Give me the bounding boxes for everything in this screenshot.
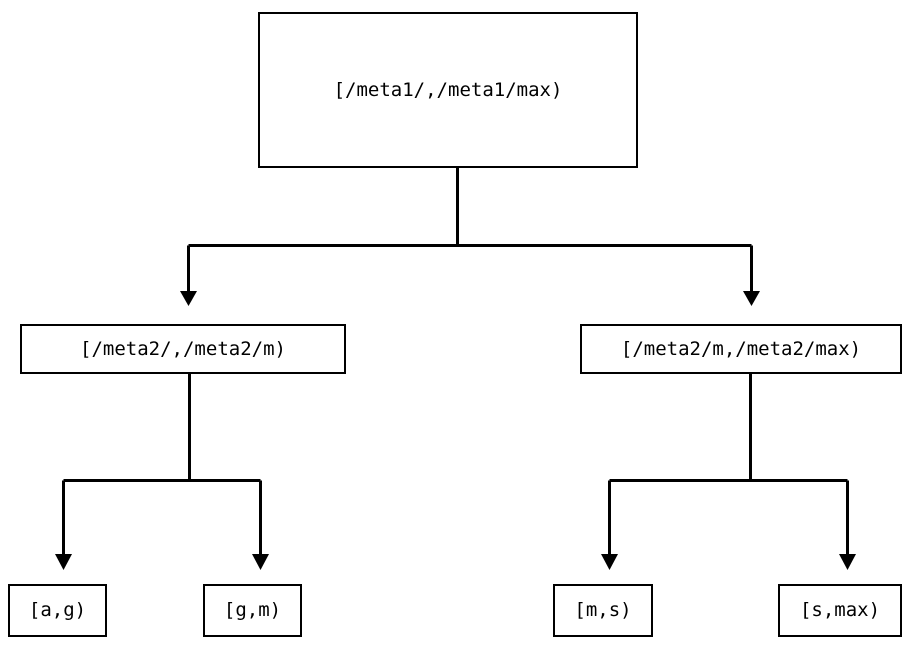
arrow-head-root-to-meta2-high	[743, 291, 760, 306]
tree-node-root-label: [/meta1/,/meta1/max)	[333, 78, 563, 101]
tree-node-leaf-ms[interactable]: [m,s)	[553, 584, 653, 637]
tree-node-leaf-gm[interactable]: [g,m)	[203, 584, 302, 637]
arrow-head-meta2-high-to-leaf-smax	[839, 554, 856, 570]
arrow-head-root-to-meta2-low	[180, 291, 197, 306]
tree-node-meta2-low-label: [/meta2/,/meta2/m)	[80, 337, 286, 360]
tree-node-meta2-low[interactable]: [/meta2/,/meta2/m)	[20, 324, 346, 374]
arrow-head-meta2-low-to-leaf-ag	[55, 554, 72, 570]
tree-node-leaf-ms-label: [m,s)	[574, 599, 632, 621]
tree-node-leaf-gm-label: [g,m)	[223, 599, 282, 621]
tree-node-meta2-high-label: [/meta2/m,/meta2/max)	[620, 337, 862, 360]
tree-node-leaf-ag[interactable]: [a,g)	[8, 584, 107, 637]
tree-node-root[interactable]: [/meta1/,/meta1/max)	[258, 12, 638, 168]
arrow-head-meta2-low-to-leaf-gm	[252, 554, 269, 570]
tree-node-meta2-high[interactable]: [/meta2/m,/meta2/max)	[580, 324, 902, 374]
tree-node-leaf-smax[interactable]: [s,max)	[778, 584, 902, 637]
tree-node-leaf-smax-label: [s,max)	[799, 599, 881, 621]
tree-node-leaf-ag-label: [a,g)	[28, 599, 87, 621]
arrow-head-meta2-high-to-leaf-ms	[601, 554, 618, 570]
